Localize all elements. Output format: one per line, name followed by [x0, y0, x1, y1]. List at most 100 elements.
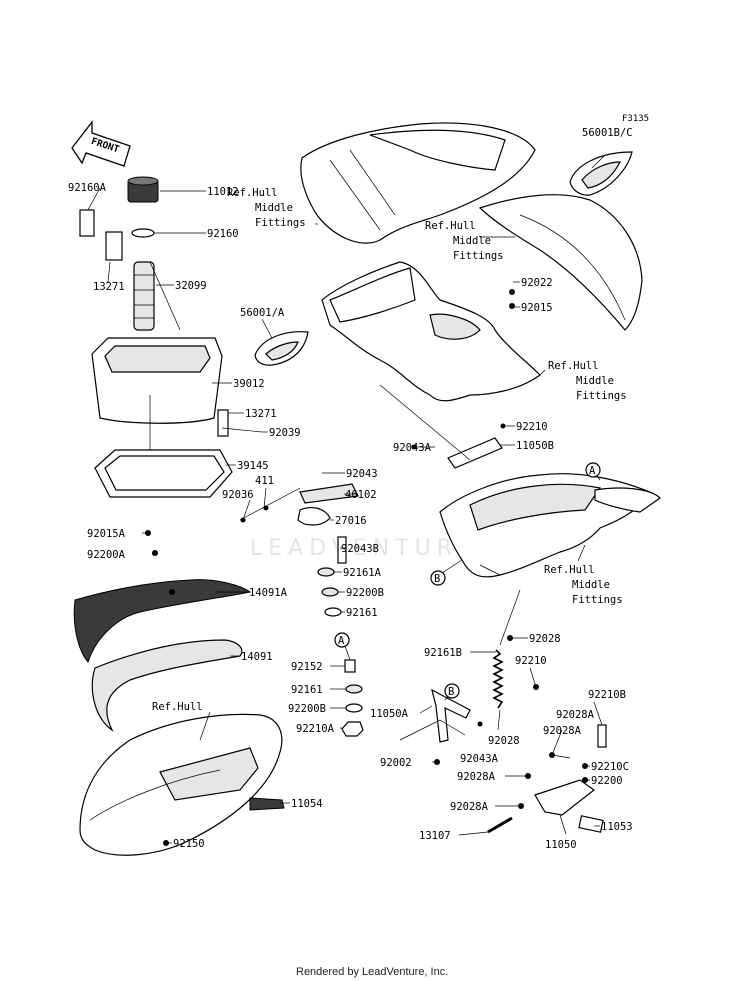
part-label: 92043A	[460, 753, 499, 765]
marker-b-left: B	[430, 570, 446, 586]
part-label: 92028A	[457, 771, 496, 783]
part-label: 92210B	[588, 689, 626, 701]
spring-92161B	[492, 649, 504, 709]
part-label: 92043A	[393, 442, 432, 454]
part-label: 92200A	[87, 549, 126, 561]
svg-text:Middle: Middle	[576, 375, 614, 387]
ref-hull-label-3: Ref.Hull Middle Fittings	[548, 360, 627, 402]
part-label: 14091A	[249, 587, 288, 599]
footer-credit: Rendered by LeadVenture, Inc.	[296, 966, 448, 978]
part-label: 39012	[233, 378, 265, 390]
part-labels: 92160A 11012 92160 13271 32099 56001B/C …	[68, 127, 633, 851]
bolt-92039	[221, 427, 263, 433]
ref-hull-label-4: Ref.Hull Middle Fittings	[544, 564, 623, 606]
center-hull-fitting	[321, 261, 541, 402]
part-label: 92150	[173, 838, 205, 850]
ref-hull-label-2: Ref.Hull Middle Fittings	[425, 220, 504, 262]
part-label: 92160A	[68, 182, 107, 194]
bracket-left	[79, 209, 95, 237]
part-label: 92002	[380, 757, 412, 769]
ref-hull-label-5: Ref.Hull	[152, 701, 203, 713]
part-label: 92028A	[543, 725, 582, 737]
part-label: 92036	[222, 489, 254, 501]
part-label: 92028	[529, 633, 561, 645]
bolt-13107	[487, 816, 513, 834]
diagram-code: F3135	[622, 114, 649, 124]
part-label: 92022	[521, 277, 553, 289]
svg-text:Ref.Hull: Ref.Hull	[227, 187, 278, 199]
part-label: 11012	[207, 186, 239, 198]
part-label: 92043	[346, 468, 378, 480]
svg-text:Fittings: Fittings	[576, 390, 627, 402]
part-label: 92200	[591, 775, 623, 787]
filler-pipe	[133, 261, 155, 331]
bracket-11050B	[447, 437, 503, 469]
rail-14091	[91, 639, 243, 732]
part-label: 92160	[207, 228, 239, 240]
latch-assembly	[239, 483, 359, 526]
svg-text:A: A	[338, 635, 345, 647]
marker-a-center: A	[334, 632, 350, 648]
part-label: 11050A	[370, 708, 409, 720]
latch-11050	[534, 779, 604, 833]
svg-text:Middle: Middle	[453, 235, 491, 247]
part-label: 11050	[545, 839, 577, 851]
lower-hull-fitting	[439, 473, 661, 578]
storage-box	[91, 337, 223, 424]
svg-text:Ref.Hull: Ref.Hull	[544, 564, 595, 576]
svg-text:Fittings: Fittings	[255, 217, 306, 229]
front-arrow-icon: FRONT	[71, 120, 131, 167]
part-label: 411	[255, 475, 274, 487]
part-label: 92210	[515, 655, 547, 667]
part-label: 92015A	[87, 528, 126, 540]
part-label: 13107	[419, 830, 451, 842]
svg-text:Fittings: Fittings	[453, 250, 504, 262]
svg-text:Ref.Hull: Ref.Hull	[425, 220, 476, 232]
part-label: 56001/A	[240, 307, 285, 319]
bracket-13271-b	[217, 409, 229, 437]
center-fastener-stack	[317, 536, 364, 737]
part-label: 92161A	[343, 567, 382, 579]
part-label: 92043B	[341, 543, 379, 555]
part-label: 92028A	[556, 709, 595, 721]
svg-text:B: B	[434, 573, 440, 585]
part-label: 92200B	[288, 703, 326, 715]
part-label: 92039	[269, 427, 301, 439]
ref-hull-label-1: Ref.Hull Middle Fittings	[227, 187, 306, 229]
part-label: 92015	[521, 302, 553, 314]
part-label: 56001B/C	[582, 127, 633, 139]
part-label: 92161B	[424, 647, 462, 659]
svg-text:Fittings: Fittings	[572, 594, 623, 606]
svg-text:Middle: Middle	[255, 202, 293, 214]
bolt-92210B	[597, 724, 607, 748]
bracket-13271-a	[105, 231, 123, 261]
fuel-cap	[127, 176, 159, 203]
mirror-right	[569, 151, 633, 196]
part-label: 92210	[516, 421, 548, 433]
part-label: 11054	[291, 798, 323, 810]
seat-part	[300, 122, 536, 244]
svg-text:B: B	[448, 686, 454, 698]
svg-text:Ref.Hull: Ref.Hull	[548, 360, 599, 372]
clip-11054	[249, 797, 285, 811]
part-label: 92210A	[296, 723, 335, 735]
part-label: 14091	[241, 651, 273, 663]
part-label: 27016	[335, 515, 367, 527]
part-label: 92161	[291, 684, 323, 696]
marker-b-lower: B	[444, 683, 460, 699]
mirror-left	[254, 331, 309, 366]
part-label: 11050B	[516, 440, 554, 452]
part-label: 46102	[345, 489, 377, 501]
leader-lines	[87, 155, 605, 844]
part-label: 39145	[237, 460, 269, 472]
part-label: 92200B	[346, 587, 384, 599]
svg-text:A: A	[589, 465, 596, 477]
watermark: LEADVENTURE	[250, 536, 478, 561]
part-label: 32099	[175, 280, 207, 292]
front-hull	[79, 713, 283, 856]
seal-ring	[131, 228, 155, 238]
marker-a-top: A	[585, 462, 601, 478]
right-deck-panel	[478, 194, 643, 331]
